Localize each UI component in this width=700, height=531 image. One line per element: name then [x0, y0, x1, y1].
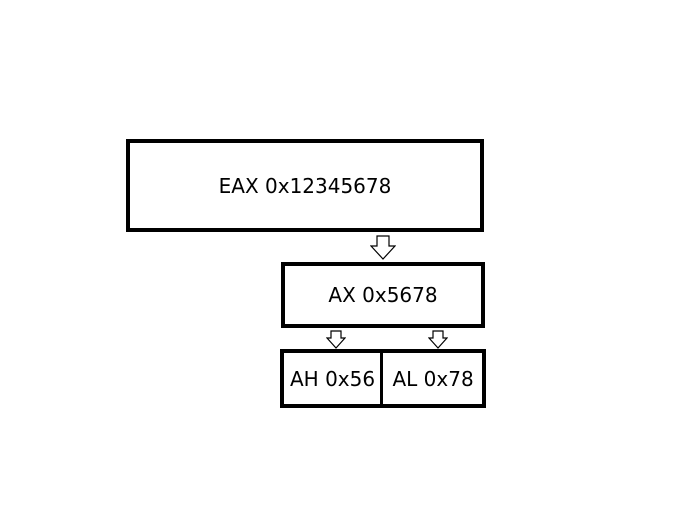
- eax-register-box: EAX 0x12345678: [126, 139, 484, 232]
- ah-register-cell: AH 0x56: [284, 353, 383, 404]
- ax-register-label: AX 0x5678: [328, 283, 438, 307]
- eax-register-label: EAX 0x12345678: [218, 173, 392, 198]
- ah-register-label: AH 0x56: [290, 366, 376, 391]
- al-register-label: AL 0x78: [392, 366, 474, 391]
- al-register-cell: AL 0x78: [383, 353, 483, 404]
- arrow-down-icon: [326, 330, 346, 349]
- ax-register-box: AX 0x5678: [281, 262, 485, 328]
- arrow-down-icon: [370, 235, 396, 260]
- arrow-down-icon: [428, 330, 448, 349]
- ah-al-register-box: AH 0x56 AL 0x78: [280, 349, 486, 408]
